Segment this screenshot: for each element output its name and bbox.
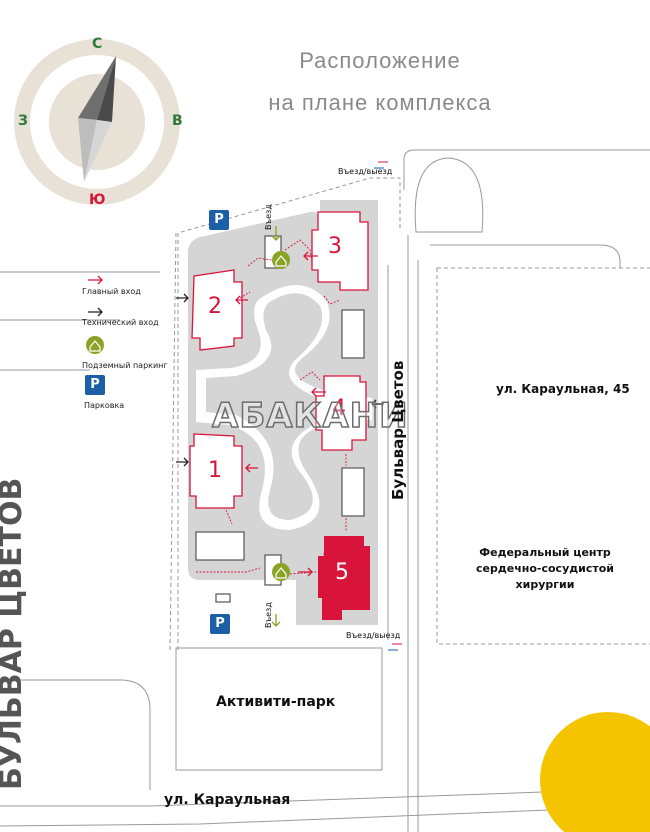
label-cardio-line-3: хирургии — [515, 578, 575, 591]
roads — [0, 149, 650, 832]
building-3-outline — [311, 211, 369, 291]
label-karaulnaya-street: ул. Караульная — [164, 792, 291, 808]
label-entry-exit-bottom: Въезд/выезд — [346, 631, 401, 640]
decorative-yellow-circle — [540, 712, 650, 832]
building-2-outline — [191, 269, 243, 351]
tech-entrance-arrows — [88, 293, 384, 467]
building-5-number: 5 — [335, 560, 349, 585]
legend-parking-icon: P — [85, 375, 105, 395]
building-3-number: 3 — [328, 234, 342, 259]
main-entrance-arrows — [88, 251, 338, 577]
label-karaulnaya-45: ул. Караульная, 45 — [496, 382, 630, 396]
site-boundaries — [169, 177, 650, 651]
label-entry-bottom: Въезд — [264, 602, 273, 628]
compass — [14, 39, 180, 205]
building-1-outline — [189, 433, 243, 509]
label-entry-exit-top: Въезд/выезд — [338, 167, 393, 176]
compass-north: С — [92, 36, 103, 52]
side-vertical-text: БУЛЬВАР ЦВЕТОВ — [0, 477, 29, 790]
parking-entry-arrows — [271, 226, 281, 627]
compass-east: В — [172, 113, 183, 129]
legend-main-entrance: Главный вход — [82, 287, 141, 296]
building-2-number: 2 — [208, 294, 222, 319]
underground-parking-icons — [86, 251, 290, 581]
legend-underground-parking: Подземный паркинг — [82, 361, 168, 370]
building-5-shape — [318, 536, 370, 620]
service-blocks — [195, 235, 365, 603]
label-cardio-line-2: сердечно-сосудистой — [476, 562, 614, 575]
parking-badge-bottom: P — [210, 614, 230, 634]
legend-parking: Парковка — [84, 401, 125, 410]
building-1-number: 1 — [208, 458, 222, 483]
label-entry-top: Въезд — [264, 204, 273, 230]
label-activity-park: Активити-парк — [216, 694, 336, 710]
buildings-outlines — [189, 211, 369, 509]
entry-exit-arrows — [374, 161, 402, 651]
compass-west: З — [18, 113, 28, 129]
compass-south: Ю — [89, 192, 106, 208]
watermark: АБАКАНИ — [211, 395, 409, 437]
title-line-2: на плане комплекса — [268, 90, 492, 115]
legend-tech-entrance: Технический вход — [82, 318, 159, 327]
parking-badge-top: P — [209, 210, 229, 230]
label-cardio-line-1: Федеральный центр — [479, 546, 611, 559]
label-boulevard: Бульвар Цветов — [389, 360, 407, 500]
title-line-1: Расположение — [299, 48, 461, 73]
building-4-number: 4 — [332, 396, 346, 421]
